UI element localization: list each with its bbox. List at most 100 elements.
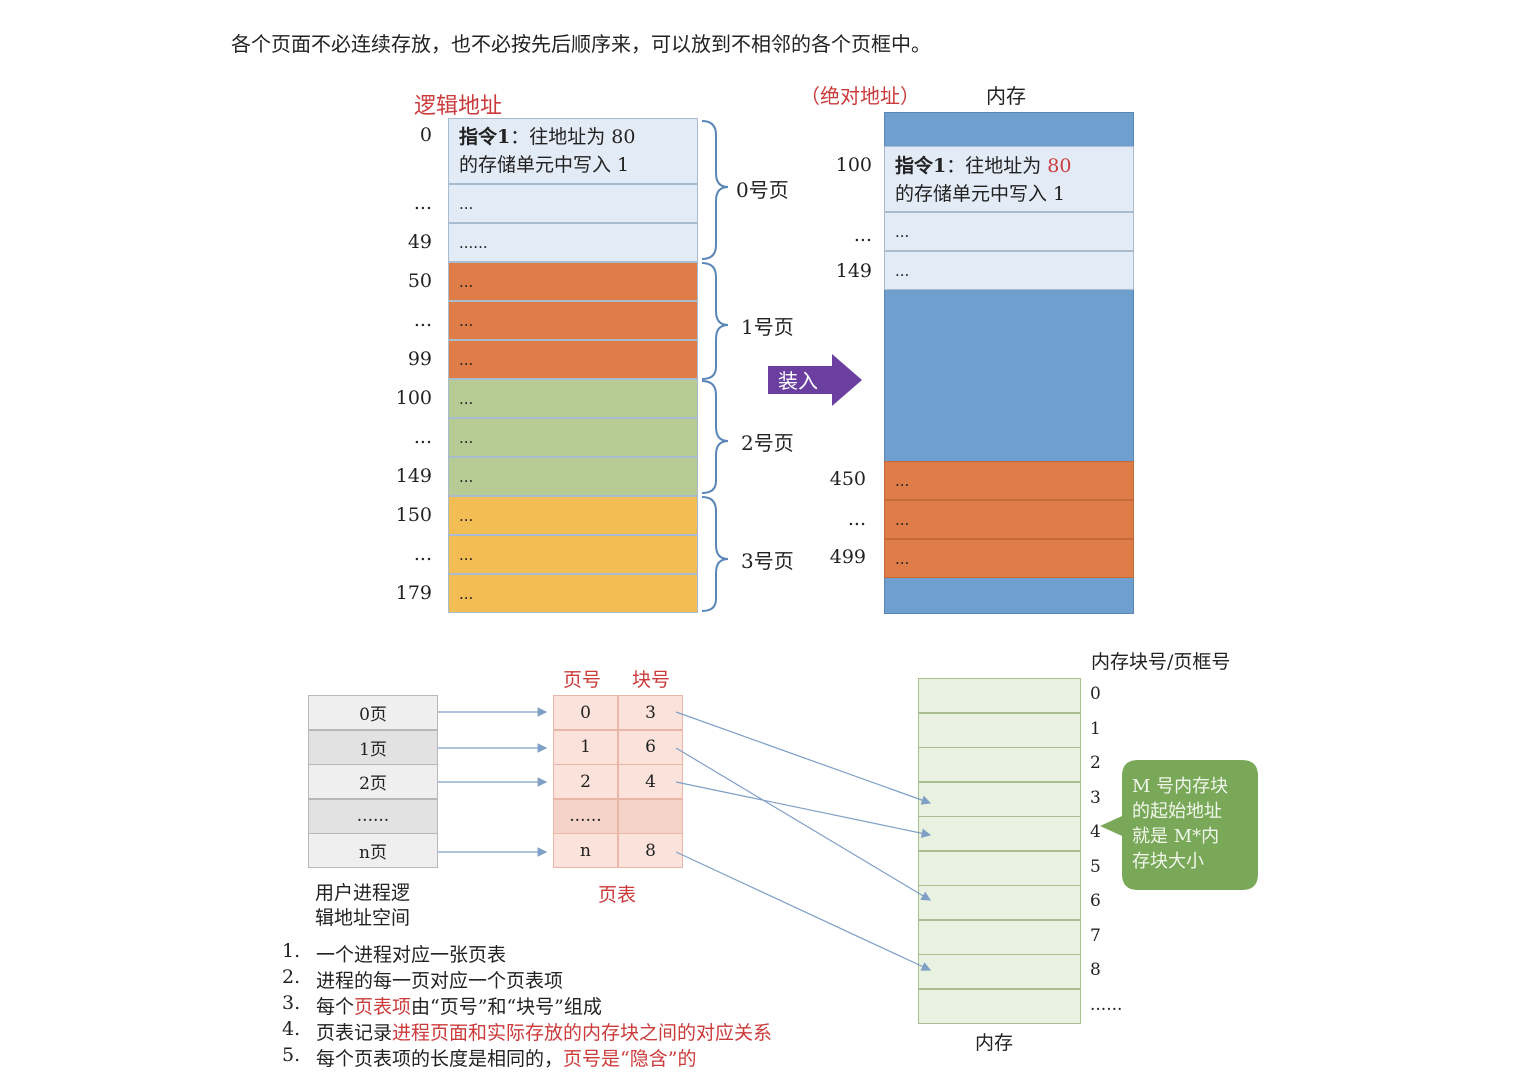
memory-blocks-title: 内存块号/页框号	[1091, 651, 1231, 673]
note-number: 3.	[282, 992, 301, 1014]
note-part: 页表记录	[316, 1022, 393, 1044]
logical-address: 179	[395, 582, 432, 604]
callout-line: M 号内存块	[1132, 776, 1229, 797]
brace-page-0	[701, 120, 729, 260]
note-part: 由“页号”和“块号”组成	[411, 996, 602, 1018]
load-arrow	[768, 354, 862, 406]
note-highlight: 进程页面和实际存放的内存块之间的对应关系	[392, 1022, 773, 1044]
logical-address: 49	[407, 231, 432, 253]
page-table-page-cell: 2	[553, 764, 618, 799]
page-table-header-block: 块号	[632, 669, 671, 691]
note-text: 每个页表项的长度是相同的，页号是“隐含”的	[316, 1044, 696, 1071]
logical-cell: ...	[448, 184, 698, 223]
logical-address: ...	[413, 426, 432, 448]
process-caption-line2: 辑地址空间	[315, 907, 411, 929]
logical-address: 50	[407, 270, 432, 292]
logical-cell: ...	[448, 457, 698, 496]
load-label: 装入	[778, 369, 818, 393]
note-highlight: 页号是“隐含”的	[563, 1048, 697, 1070]
note-text: 页表记录进程页面和实际存放的内存块之间的对应关系	[316, 1018, 772, 1045]
note-number: 2.	[282, 966, 301, 988]
memory-block-number: 7	[1090, 925, 1101, 946]
logical-instruction-bold: 指令1	[459, 126, 511, 148]
logical-address-title: 逻辑地址	[414, 94, 503, 119]
callout-line: 就是 M*内	[1132, 826, 1220, 847]
logical-address: ...	[413, 309, 432, 331]
memory-cell: ...	[884, 251, 1134, 290]
page-table-header-page: 页号	[563, 669, 602, 691]
memory-block-number: 2	[1090, 753, 1101, 773]
logical-cell: ...	[448, 379, 698, 418]
process-page: n页	[308, 833, 438, 868]
logical-cell: ...	[448, 301, 698, 340]
brace-page-1	[701, 262, 729, 380]
logical-instruction-rest: ：往地址为 80	[510, 126, 636, 148]
memory-instruction-line2: 的存储单元中写入 1	[895, 183, 1066, 205]
intro-text: 各个页面不必连续存放，也不必按先后顺序来，可以放到不相邻的各个页框中。	[231, 34, 931, 56]
memory-blocks-caption: 内存	[975, 1032, 1014, 1054]
page-table-block-cell	[618, 798, 683, 834]
callout-line: 的起始地址	[1132, 801, 1222, 822]
page-table-page-cell: 1	[553, 729, 618, 765]
memory-address: 499	[829, 546, 866, 568]
arrow-block6	[675, 747, 932, 901]
process-page: 1页	[308, 729, 438, 765]
memory-address: 149	[835, 260, 872, 282]
logical-address: ...	[413, 192, 432, 214]
memory-block-number: 1	[1090, 718, 1101, 739]
memory-block-number: ......	[1090, 994, 1123, 1015]
memory-block	[918, 747, 1081, 782]
logical-address: 149	[395, 465, 432, 487]
memory-block-number: 8	[1090, 960, 1101, 980]
memory-block-number: 0	[1090, 684, 1101, 704]
memory-cell: ...	[884, 500, 1134, 539]
logical-address: 0	[419, 124, 432, 146]
arrow-block8	[675, 851, 932, 971]
logical-cell: ...	[448, 496, 698, 535]
brace-page-2	[701, 380, 729, 494]
page-table-caption: 页表	[598, 884, 637, 906]
logical-cell: ......	[448, 223, 698, 262]
memory-cell: ...	[884, 461, 1134, 500]
callout-line: 存块大小	[1132, 851, 1204, 872]
process-caption-line1: 用户进程逻	[315, 882, 411, 904]
memory-instruction-cell: 指令1：往地址为 80 的存储单元中写入 1	[884, 146, 1134, 212]
brace-page-3	[701, 496, 729, 612]
note-part: 每个	[316, 996, 355, 1018]
page-table-page-cell: 0	[553, 695, 618, 730]
logical-cell: ...	[448, 574, 698, 613]
note-number: 5.	[282, 1044, 301, 1066]
process-page: ......	[308, 798, 438, 834]
page-table-page-cell: n	[553, 833, 618, 868]
memory-cell: ...	[884, 539, 1134, 578]
page-label-2: 2号页	[741, 431, 794, 455]
memory-block	[918, 988, 1081, 1024]
callout-bubble	[1100, 760, 1258, 890]
note-text: 一个进程对应一张页表	[316, 940, 506, 967]
note-part: 每个页表项的长度是相同的，	[316, 1048, 564, 1070]
note-highlight: 页表项	[354, 996, 412, 1018]
memory-address: ...	[853, 224, 872, 246]
note-number: 4.	[282, 1018, 301, 1040]
process-page: 2页	[308, 764, 438, 799]
memory-instruction-rest: ：往地址为	[946, 155, 1048, 177]
absolute-address-title: （绝对地址）	[800, 84, 920, 108]
memory-block	[918, 850, 1081, 886]
logical-address: 150	[395, 504, 432, 526]
page-braces	[701, 120, 729, 612]
arrow-block4	[675, 781, 932, 838]
memory-block-number: 5	[1090, 856, 1101, 877]
logical-cell: ...	[448, 418, 698, 457]
logical-address: ...	[413, 543, 432, 565]
memory-block-number: 4	[1090, 822, 1101, 842]
logical-address: 100	[395, 387, 432, 409]
memory-instruction-addr: 80	[1047, 155, 1072, 177]
memory-address: ...	[847, 508, 866, 530]
page-table-block-cell: 6	[618, 729, 683, 765]
memory-block-number: 3	[1090, 787, 1101, 808]
note-text: 每个页表项由“页号”和“块号”组成	[316, 992, 602, 1019]
memory-title: 内存	[986, 84, 1026, 108]
page-label-3: 3号页	[741, 549, 794, 573]
